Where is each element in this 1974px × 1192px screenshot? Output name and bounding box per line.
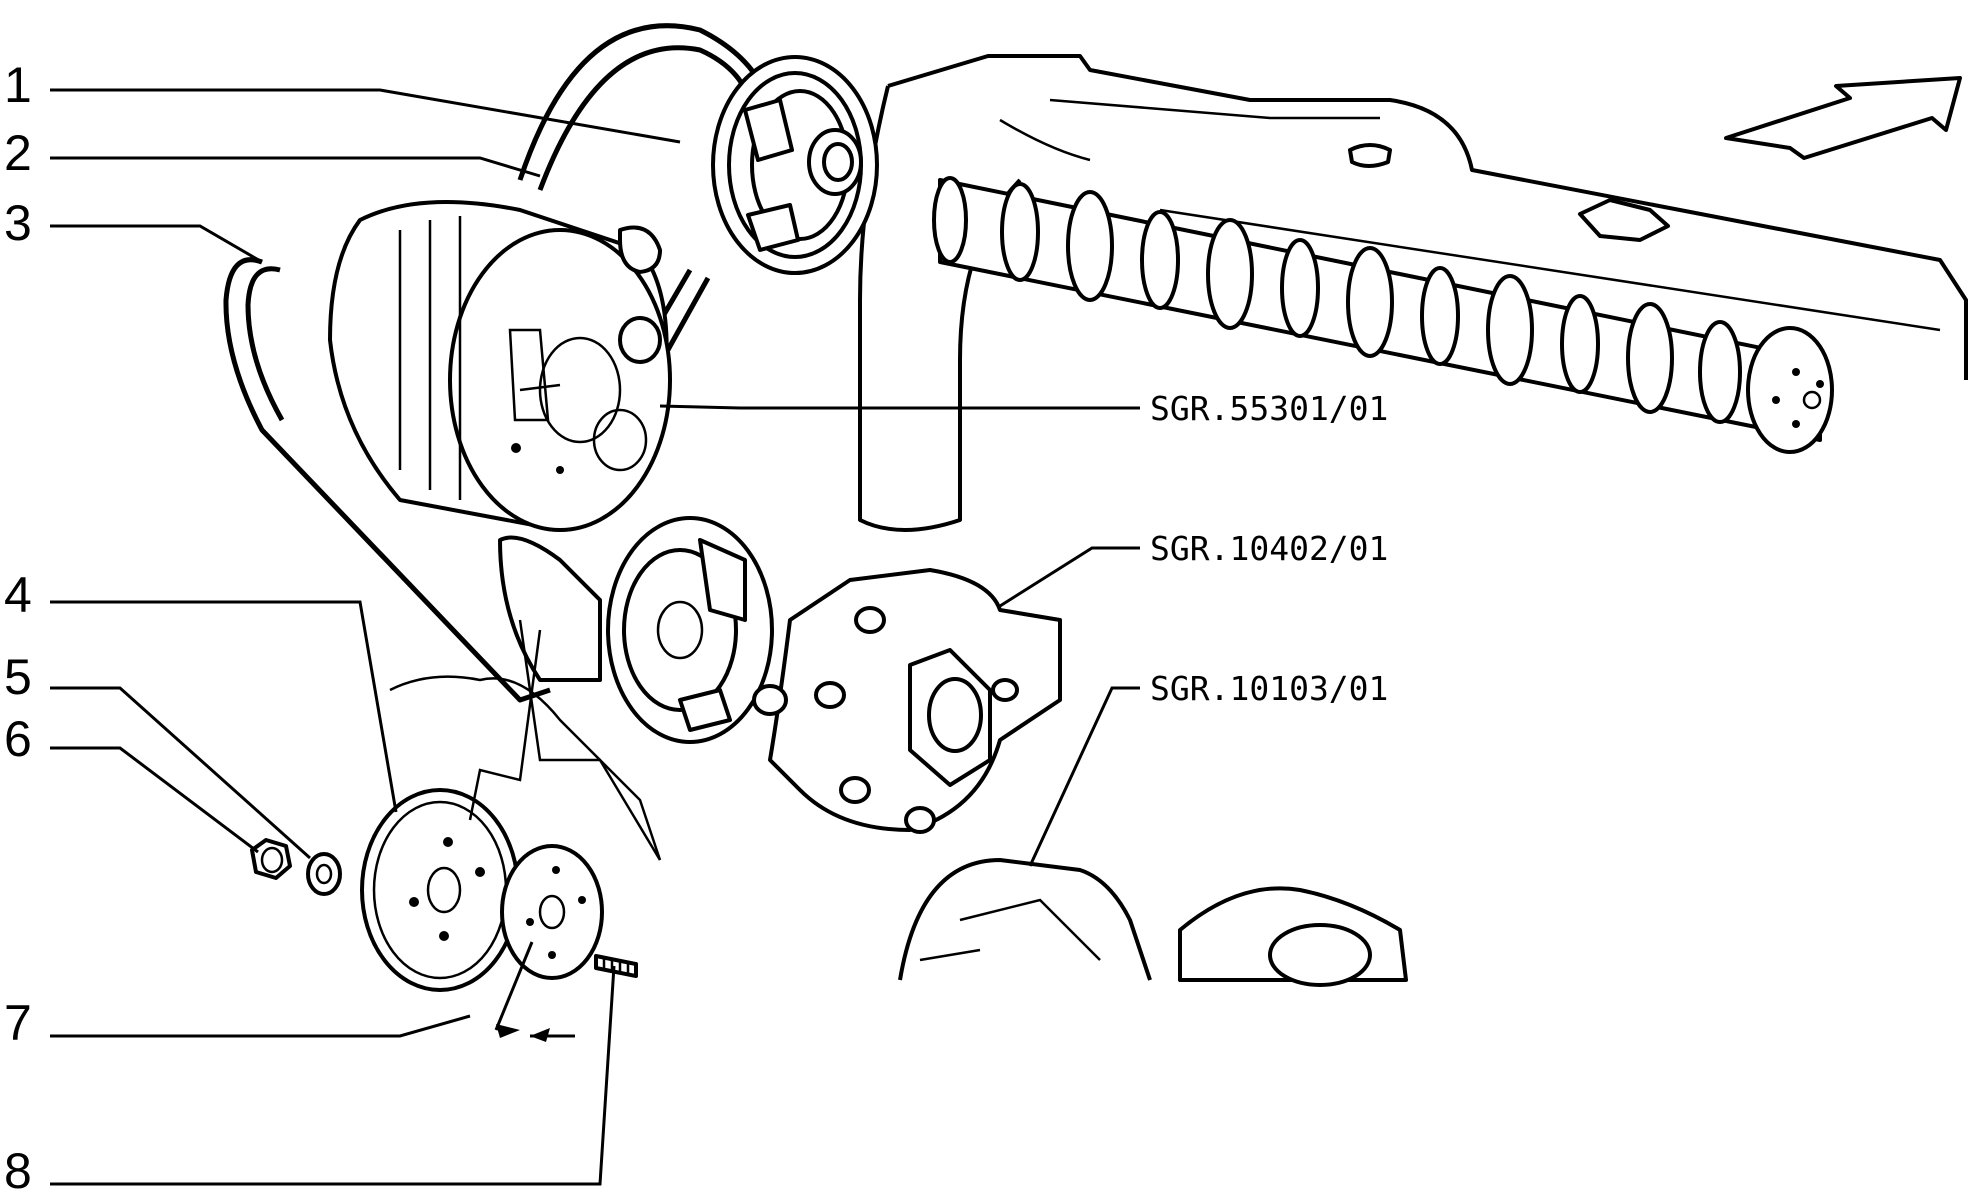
camshaft — [932, 143, 1834, 454]
callout-5: 5 — [4, 649, 32, 705]
callout-labels: 1 2 3 4 5 6 7 8 — [4, 57, 32, 1192]
leader-lines — [50, 88, 1140, 1186]
water-pump — [752, 568, 1062, 834]
pump-pulley — [711, 55, 879, 275]
washer-icon — [306, 852, 342, 896]
callout-2: 2 — [4, 125, 32, 181]
ref-water-pump: SGR.10402/01 — [1150, 529, 1388, 568]
callout-1: 1 — [4, 57, 32, 113]
callout-7: 7 — [4, 995, 32, 1051]
callout-6: 6 — [4, 711, 32, 767]
callout-8: 8 — [4, 1143, 32, 1192]
ref-alternator: SGR.55301/01 — [1150, 389, 1388, 428]
crankshaft-pulley — [498, 516, 774, 744]
callout-3: 3 — [4, 195, 32, 251]
hub-flange — [500, 844, 604, 980]
ref-crankshaft: SGR.10103/01 — [1150, 669, 1388, 708]
hub-pulley — [360, 788, 520, 992]
crankshaft — [898, 858, 1408, 987]
engine-block-fragment — [389, 619, 662, 861]
direction-arrow-icon — [1724, 76, 1962, 160]
reference-labels: SGR.55301/01 SGR.10402/01 SGR.10103/01 — [1150, 389, 1388, 708]
callout-4: 4 — [4, 567, 32, 623]
alternator — [223, 200, 672, 703]
nut-icon — [250, 838, 292, 880]
stud-icon — [594, 954, 638, 978]
